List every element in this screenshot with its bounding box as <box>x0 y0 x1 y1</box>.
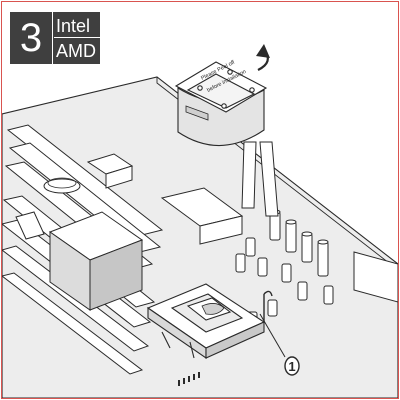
callout-leader <box>259 313 286 358</box>
step-badge-divider <box>52 12 53 64</box>
step-number: 3 <box>19 16 43 60</box>
chipset-heatsink <box>48 211 144 311</box>
peel-off-arrow <box>256 44 270 71</box>
brand-divider <box>54 37 100 38</box>
pump-head <box>174 61 268 147</box>
motherboard-edge <box>156 77 398 271</box>
step-badge: 3 Intel AMD <box>10 12 100 64</box>
callout-marker <box>284 356 300 376</box>
brand-label-amd: AMD <box>56 41 96 61</box>
brand-label-intel: Intel <box>56 16 91 36</box>
liquid-tubes <box>241 141 279 217</box>
cpu-socket <box>146 283 273 360</box>
cmos-battery <box>43 178 81 194</box>
callout-number: 1 <box>288 359 295 374</box>
rear-io-connector <box>353 251 398 303</box>
pin-header <box>178 372 200 386</box>
board-components <box>15 153 244 245</box>
